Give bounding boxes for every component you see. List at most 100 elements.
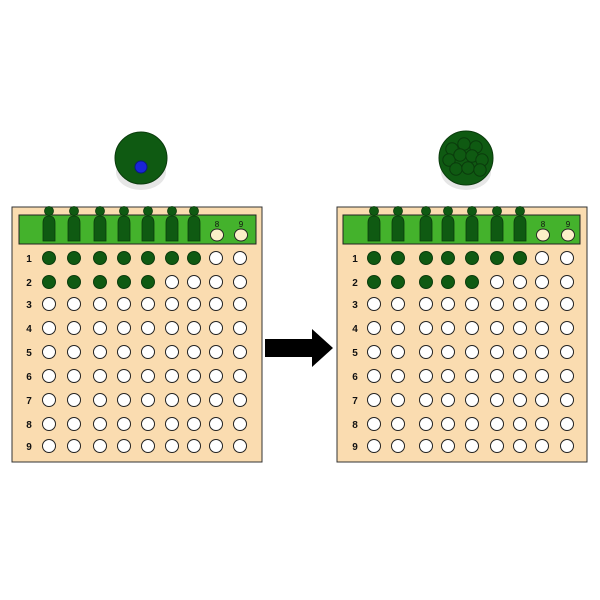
filled-hole [441,275,455,289]
empty-hole [187,393,201,407]
empty-hole [419,417,433,431]
rack-peg [441,206,455,242]
empty-hole [42,417,56,431]
empty-hole [141,297,155,311]
empty-hole [535,417,549,431]
empty-hole [490,275,504,289]
empty-hole [233,251,247,265]
rack-peg [165,206,179,242]
empty-hole [93,393,107,407]
filled-hole [117,251,131,265]
empty-hole [187,417,201,431]
filled-hole [441,251,455,265]
empty-hole [441,369,455,383]
empty-hole [67,417,81,431]
empty-hole [367,417,381,431]
row-label: 6 [26,372,32,383]
empty-hole [233,439,247,453]
filled-hole [67,275,81,289]
empty-hole [187,345,201,359]
empty-hole [93,345,107,359]
empty-hole [209,369,223,383]
empty-hole [535,275,549,289]
row-label: 2 [26,278,32,289]
empty-hole [117,321,131,335]
empty-hole [367,345,381,359]
empty-hole [465,369,479,383]
row-label: 3 [26,300,32,311]
filled-hole [42,275,56,289]
filled-hole [42,251,56,265]
empty-hole [117,297,131,311]
empty-hole [187,321,201,335]
empty-hole [560,321,574,335]
row-label: 2 [352,278,358,289]
empty-hole [367,297,381,311]
empty-hole [391,369,405,383]
empty-hole [419,345,433,359]
empty-hole [391,297,405,311]
filled-hole [465,275,479,289]
empty-hole [560,251,574,265]
filled-hole [117,275,131,289]
empty-hole [513,393,527,407]
bead-bundle-icon [438,130,494,190]
empty-hole [535,321,549,335]
empty-hole [419,321,433,335]
empty-hole [391,417,405,431]
column-label: 8 [541,220,546,229]
empty-hole [233,369,247,383]
empty-hole [187,275,201,289]
empty-hole [367,369,381,383]
empty-hole [209,393,223,407]
bundle-bead [461,161,475,175]
empty-hole [513,345,527,359]
row-label: 1 [352,254,358,265]
empty-hole [67,369,81,383]
column-label: 8 [215,220,220,229]
empty-hole [490,369,504,383]
empty-hole [165,417,179,431]
filled-hole [490,251,504,265]
empty-hole [165,393,179,407]
empty-hole [209,417,223,431]
empty-hole [391,439,405,453]
empty-hole [535,345,549,359]
empty-hole [560,275,574,289]
empty-hole [117,417,131,431]
empty-hole [117,393,131,407]
empty-hole [535,297,549,311]
empty-hole [141,417,155,431]
empty-hole [560,393,574,407]
row-label: 9 [26,442,32,453]
filled-hole [391,275,405,289]
filled-hole [67,251,81,265]
rack-peg [187,206,201,242]
row-label: 5 [26,348,32,359]
rack-peg [367,206,381,242]
empty-hole [465,393,479,407]
empty-hole [165,297,179,311]
empty-hole [560,297,574,311]
empty-hole [187,369,201,383]
empty-hole [141,439,155,453]
filled-hole [187,251,201,265]
single-bead-icon [114,131,168,190]
empty-hole [513,439,527,453]
row-label: 7 [26,396,32,407]
empty-hole [441,321,455,335]
rack-peg [391,206,405,242]
filled-hole [367,251,381,265]
empty-hole [465,417,479,431]
empty-hole [93,417,107,431]
empty-hole [465,297,479,311]
empty-hole [117,345,131,359]
empty-hole [465,345,479,359]
empty-hole [367,321,381,335]
empty-hole [441,393,455,407]
blue-dot-icon [134,160,148,174]
row-label: 5 [352,348,358,359]
rack-peg [117,206,131,242]
empty-hole [165,439,179,453]
